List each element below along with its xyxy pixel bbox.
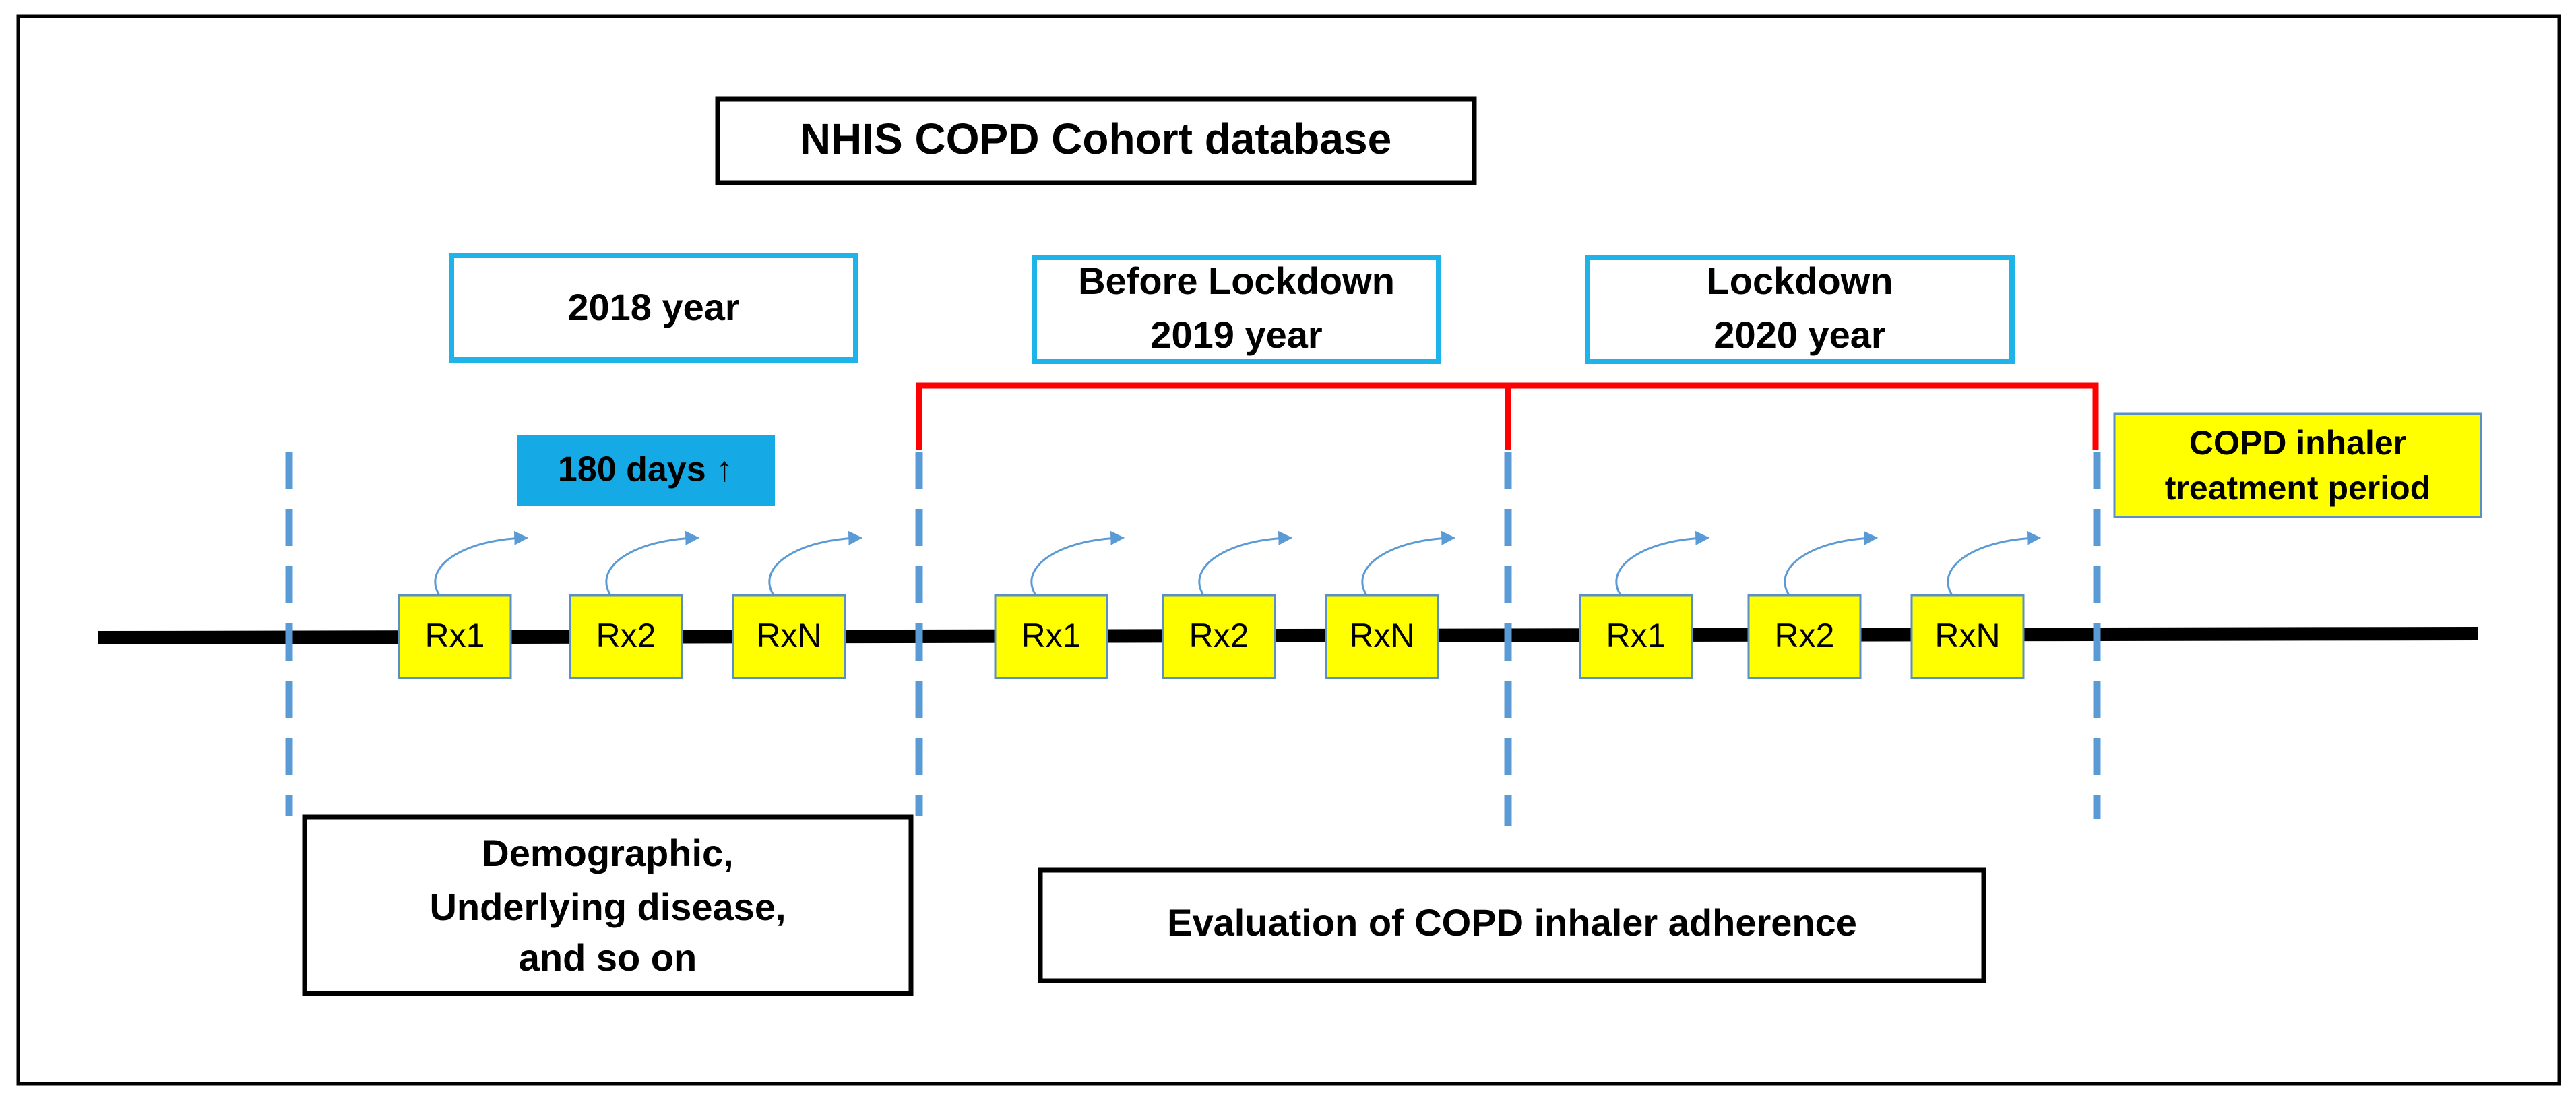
- rx-label: RxN: [756, 617, 821, 654]
- rx-label: RxN: [1935, 617, 2000, 654]
- rx-box: [1747, 594, 1862, 679]
- days-label: 180 days ↑: [558, 450, 733, 489]
- period-box-2020: [1585, 255, 2015, 364]
- rx-label: Rx1: [1022, 617, 1081, 654]
- period-2018-label: 2018 year: [567, 286, 739, 328]
- bracket-2019: [916, 382, 1511, 450]
- rx-arrow: [1615, 530, 1710, 596]
- rx-box: [569, 594, 683, 679]
- title-box: [715, 96, 1477, 185]
- rx-box: [994, 594, 1108, 679]
- period-2019-label-line1: Before Lockdown: [1078, 259, 1395, 302]
- rx-arrow: [1361, 530, 1456, 596]
- rx-label: Rx2: [596, 617, 656, 654]
- rx-box: [1910, 594, 2025, 679]
- baseline-note-line1: Demographic,: [482, 832, 733, 874]
- period-2020-label-line2: 2020 year: [1714, 313, 1885, 356]
- rx-box: [1579, 594, 1693, 679]
- period-box-2019: [1032, 255, 1441, 364]
- rx-arrows: [434, 530, 2042, 596]
- rx-arrow: [605, 530, 700, 596]
- baseline-note-line2: Underlying disease,: [429, 886, 786, 928]
- rx-box: [732, 594, 846, 679]
- evaluation-box: [1038, 867, 1986, 983]
- baseline-note-box: [302, 814, 914, 996]
- period-box-2018: [449, 253, 858, 363]
- treatment-period-line2: treatment period: [2165, 469, 2431, 507]
- rx-box: [1162, 594, 1276, 679]
- rx-arrow: [1784, 530, 1879, 596]
- rx-arrow: [1030, 530, 1125, 596]
- rx-arrow: [1947, 530, 2042, 596]
- period-2019-label-line2: 2019 year: [1150, 313, 1322, 356]
- rx-label: Rx1: [1606, 617, 1666, 654]
- rx-label: Rx1: [425, 617, 485, 654]
- rx-labels: Rx1 Rx2 RxN Rx1 Rx2 RxN Rx1 Rx2 RxN: [425, 617, 2001, 654]
- rx-arrow: [768, 530, 863, 596]
- baseline-note-line3: and so on: [519, 936, 697, 979]
- rx-boxes: [398, 594, 2025, 679]
- period-2020-label-line1: Lockdown: [1707, 259, 1893, 302]
- evaluation-text: Evaluation of COPD inhaler adherence: [1167, 901, 1857, 944]
- days-box: [517, 435, 775, 506]
- rx-label: Rx2: [1775, 617, 1835, 654]
- bracket-2020: [1508, 382, 2099, 450]
- treatment-period-line1: COPD inhaler: [2189, 424, 2406, 462]
- rx-label: RxN: [1349, 617, 1414, 654]
- rx-box: [1325, 594, 1439, 679]
- rx-arrow: [434, 530, 529, 596]
- rx-box: [398, 594, 512, 679]
- title-text: NHIS COPD Cohort database: [800, 115, 1391, 163]
- rx-label: Rx2: [1189, 617, 1249, 654]
- treatment-period-box: [2113, 413, 2482, 518]
- rx-arrow: [1198, 530, 1293, 596]
